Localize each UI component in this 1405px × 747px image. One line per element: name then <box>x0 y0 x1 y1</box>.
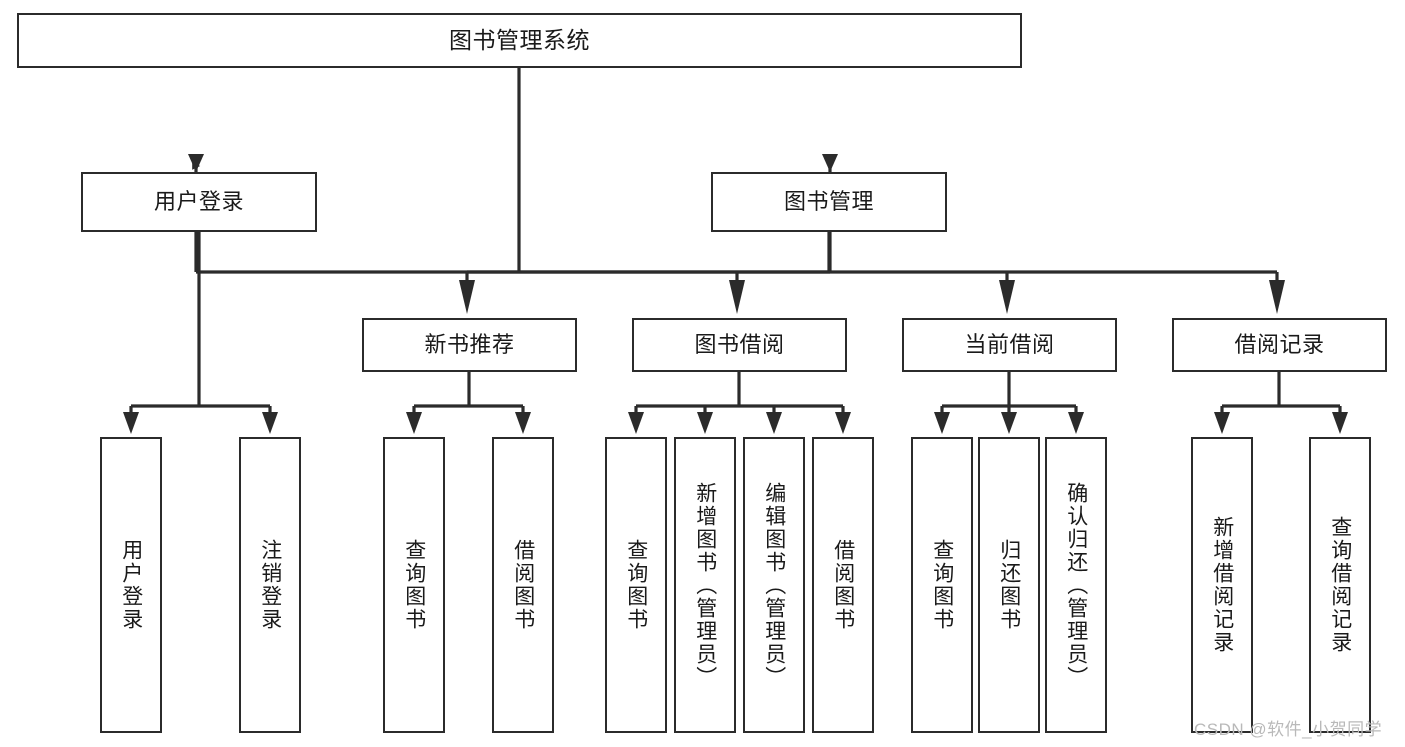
node-leaf-add-borrow-record-label: 新增借阅记录 <box>1210 516 1234 654</box>
arrow-current-borrow <box>999 280 1015 314</box>
node-leaf-edit-book-label: 编辑图书（管理员） <box>762 481 786 689</box>
arrowheads-level2 <box>188 154 838 172</box>
node-leaf-user-login[interactable]: 用户登录 <box>100 437 162 733</box>
node-leaf-query-book-3[interactable]: 查询图书 <box>911 437 973 733</box>
node-current-borrow[interactable]: 当前借阅 <box>902 318 1117 372</box>
node-book-manage[interactable]: 图书管理 <box>711 172 947 232</box>
arrow-leaf-user-login <box>123 412 139 434</box>
arrowheads-nbr-leaves <box>406 412 531 434</box>
arrow-leaf-query-book-2 <box>628 412 644 434</box>
node-leaf-user-logout-label: 注销登录 <box>258 539 282 631</box>
node-leaf-return-book-label: 归还图书 <box>997 539 1021 631</box>
node-user-login[interactable]: 用户登录 <box>81 172 317 232</box>
node-root-system[interactable]: 图书管理系统 <box>17 13 1022 68</box>
node-new-book-recommend[interactable]: 新书推荐 <box>362 318 577 372</box>
arrow-leaf-return-book <box>1001 412 1017 434</box>
arrowheads-level3 <box>459 280 1285 314</box>
node-leaf-query-book-1-label: 查询图书 <box>402 539 426 631</box>
node-leaf-query-book-2-label: 查询图书 <box>624 539 648 631</box>
arrow-user-login <box>188 154 204 172</box>
arrowheads-bb-leaves <box>628 412 851 434</box>
node-leaf-add-book-label: 新增图书（管理员） <box>693 481 717 689</box>
node-leaf-borrow-book-1-label: 借阅图书 <box>511 539 535 631</box>
arrow-new-book-recommend <box>459 280 475 314</box>
node-leaf-confirm-return[interactable]: 确认归还（管理员） <box>1045 437 1107 733</box>
node-leaf-borrow-book-2[interactable]: 借阅图书 <box>812 437 874 733</box>
arrow-leaf-add-borrow-record <box>1214 412 1230 434</box>
arrow-leaf-query-book-1 <box>406 412 422 434</box>
node-borrow-record-label: 借阅记录 <box>1234 332 1325 358</box>
node-user-login-label: 用户登录 <box>153 189 244 215</box>
arrow-book-borrow <box>729 280 745 314</box>
node-leaf-add-book[interactable]: 新增图书（管理员） <box>674 437 736 733</box>
node-book-borrow-label: 图书借阅 <box>694 332 785 358</box>
node-leaf-confirm-return-label: 确认归还（管理员） <box>1064 481 1088 689</box>
arrow-leaf-borrow-book-2 <box>835 412 851 434</box>
node-leaf-edit-book[interactable]: 编辑图书（管理员） <box>743 437 805 733</box>
arrow-leaf-add-book <box>697 412 713 434</box>
arrow-book-manage <box>822 154 838 172</box>
arrow-leaf-user-logout <box>262 412 278 434</box>
node-borrow-record[interactable]: 借阅记录 <box>1172 318 1387 372</box>
node-leaf-add-borrow-record[interactable]: 新增借阅记录 <box>1191 437 1253 733</box>
csdn-watermark: CSDN @软件_小贺同学 <box>1194 720 1383 739</box>
node-book-borrow[interactable]: 图书借阅 <box>632 318 847 372</box>
arrow-leaf-query-book-3 <box>934 412 950 434</box>
node-leaf-query-book-2[interactable]: 查询图书 <box>605 437 667 733</box>
arrow-leaf-confirm-return <box>1068 412 1084 434</box>
node-root-system-label: 图书管理系统 <box>449 26 590 53</box>
node-leaf-borrow-book-1[interactable]: 借阅图书 <box>492 437 554 733</box>
arrow-leaf-borrow-book-1 <box>515 412 531 434</box>
node-leaf-user-login-label: 用户登录 <box>119 539 143 631</box>
node-new-book-recommend-label: 新书推荐 <box>424 332 515 358</box>
node-leaf-query-borrow-record-label: 查询借阅记录 <box>1328 516 1352 654</box>
node-book-manage-label: 图书管理 <box>783 189 874 215</box>
node-leaf-query-book-3-label: 查询图书 <box>930 539 954 631</box>
node-leaf-return-book[interactable]: 归还图书 <box>978 437 1040 733</box>
node-leaf-borrow-book-2-label: 借阅图书 <box>831 539 855 631</box>
arrowheads-user-login-leaves <box>123 412 278 434</box>
node-current-borrow-label: 当前借阅 <box>964 332 1055 358</box>
node-leaf-query-borrow-record[interactable]: 查询借阅记录 <box>1309 437 1371 733</box>
arrow-borrow-record <box>1269 280 1285 314</box>
arrowheads-cb-leaves <box>934 412 1084 434</box>
arrowheads-br-leaves <box>1214 412 1348 434</box>
arrow-leaf-query-borrow-record <box>1332 412 1348 434</box>
node-leaf-query-book-1[interactable]: 查询图书 <box>383 437 445 733</box>
arrow-leaf-edit-book <box>766 412 782 434</box>
node-leaf-user-logout[interactable]: 注销登录 <box>239 437 301 733</box>
